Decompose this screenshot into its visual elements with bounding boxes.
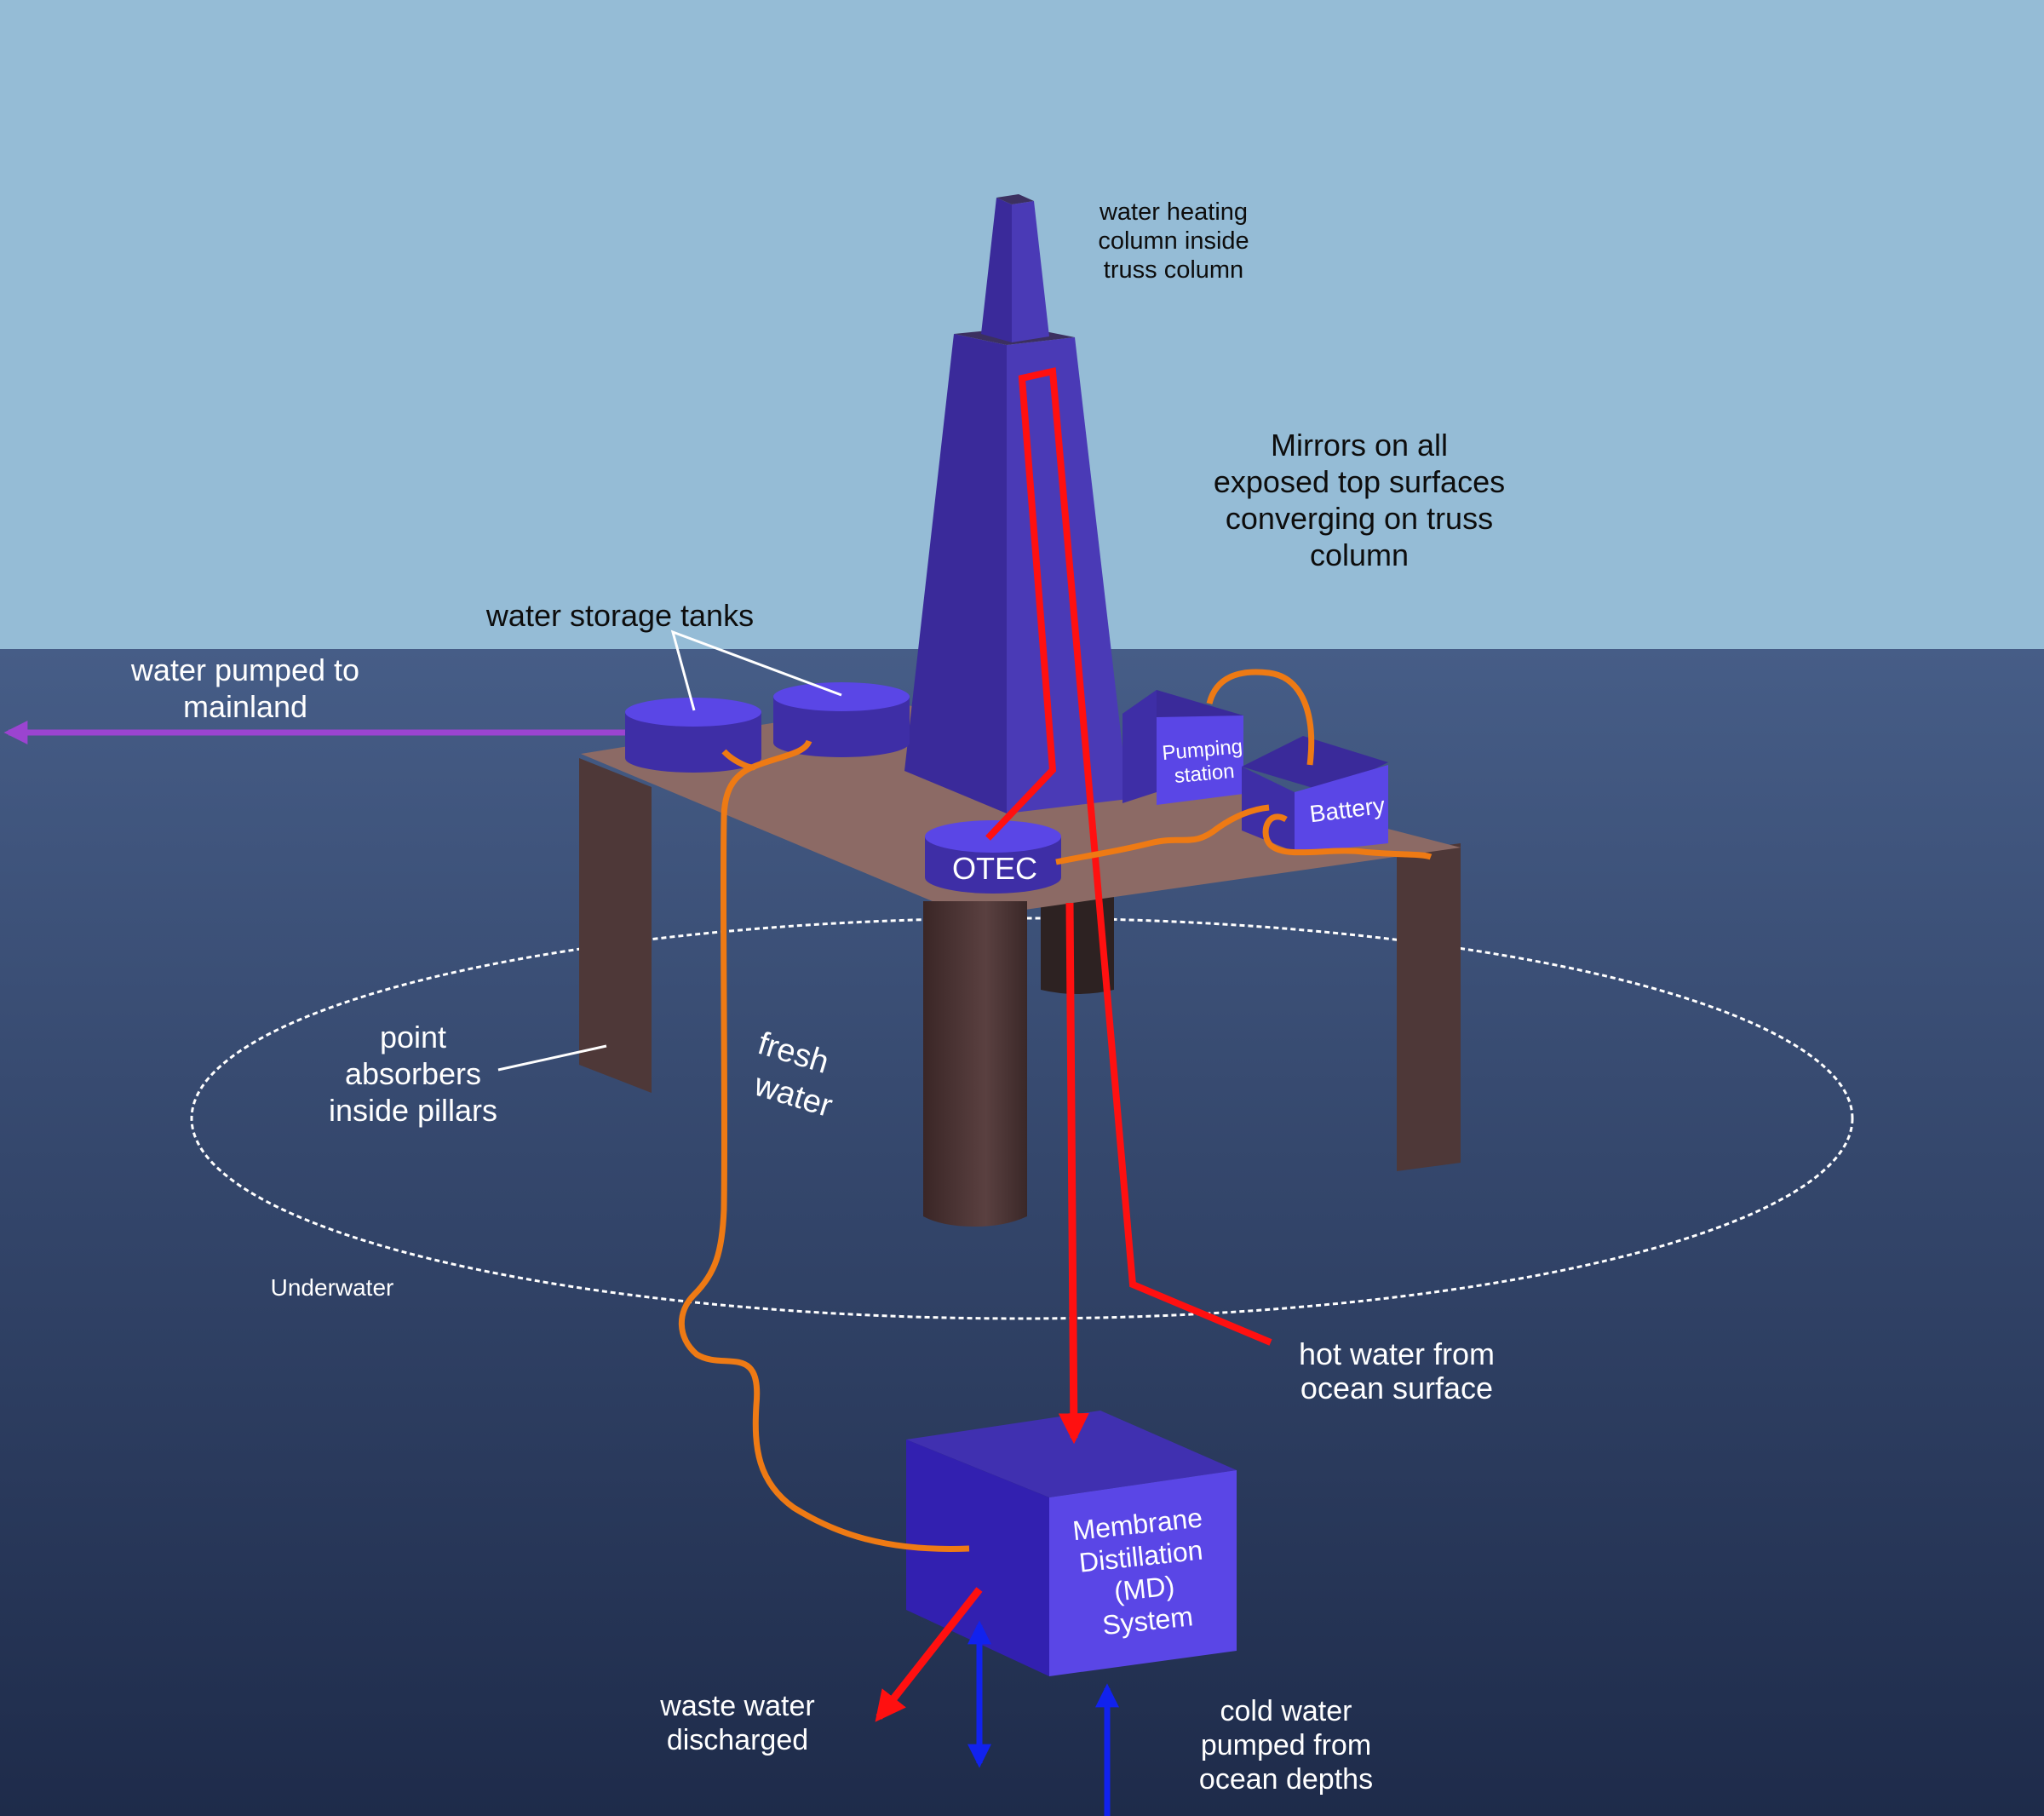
pumping-station — [1122, 690, 1243, 805]
hot-water-label: hot water from ocean surface — [1299, 1336, 1495, 1405]
waste-water-arrow — [875, 1587, 983, 1722]
svg-text:cold water: cold water — [1220, 1695, 1352, 1727]
svg-text:discharged: discharged — [667, 1724, 808, 1756]
pillar-front — [923, 901, 1027, 1227]
svg-text:station: station — [1174, 760, 1236, 788]
svg-text:ocean depths: ocean depths — [1199, 1763, 1373, 1796]
svg-text:converging on truss: converging on truss — [1226, 501, 1493, 536]
hot-water-pipe — [985, 367, 1272, 1346]
otec-to-battery-cable — [1055, 804, 1270, 865]
storage-tanks-label: water storage tanks — [485, 598, 754, 633]
otec-label: OTEC — [952, 851, 1037, 886]
pumped-mainland-label: water pumped to mainland — [130, 652, 359, 724]
svg-text:inside pillars: inside pillars — [329, 1093, 497, 1128]
point-absorbers-leader — [497, 1044, 607, 1072]
hot-water-feed-arrow — [1058, 902, 1089, 1445]
point-absorbers-label: point absorbers inside pillars — [329, 1020, 497, 1128]
station-to-battery-cable — [1206, 669, 1315, 766]
pillar-right — [1397, 843, 1461, 1171]
truss-column-left-face — [904, 334, 1007, 813]
pumping-station-label: Pumping station — [1161, 735, 1243, 788]
svg-text:water pumped to: water pumped to — [130, 652, 359, 687]
spire-right-face — [1012, 201, 1049, 342]
svg-text:absorbers: absorbers — [345, 1056, 481, 1091]
pillar-back — [1041, 886, 1114, 994]
fresh-water-pipe — [678, 763, 970, 1552]
fresh-water-label: fresh water — [749, 1026, 836, 1124]
svg-text:exposed top surfaces: exposed top surfaces — [1214, 464, 1505, 499]
mirrors-label: Mirrors on all exposed top surfaces conv… — [1214, 428, 1505, 572]
svg-text:point: point — [380, 1020, 446, 1055]
svg-text:column inside: column inside — [1098, 227, 1249, 255]
heating-column-label: water heating column inside truss column — [1098, 198, 1249, 284]
spire-top — [996, 194, 1034, 204]
spire-left-face — [981, 198, 1012, 342]
svg-text:Mirrors on all: Mirrors on all — [1271, 428, 1448, 463]
svg-text:column: column — [1310, 537, 1409, 572]
svg-text:(MD): (MD) — [1112, 1570, 1175, 1606]
svg-text:mainland: mainland — [183, 689, 307, 724]
storage-tanks-leader — [670, 629, 842, 711]
tank-left-link — [721, 749, 757, 771]
svg-text:hot water from: hot water from — [1299, 1336, 1495, 1371]
svg-text:water heating: water heating — [1099, 198, 1248, 226]
tank-to-pipe-link — [752, 739, 812, 770]
battery-to-edge-cable — [1262, 813, 1433, 860]
svg-text:ocean surface: ocean surface — [1300, 1371, 1493, 1405]
underwater-label: Underwater — [271, 1274, 394, 1301]
svg-text:truss column: truss column — [1104, 256, 1243, 284]
svg-text:waste water: waste water — [659, 1690, 814, 1722]
storage-tank-right — [773, 682, 910, 757]
waste-water-label: waste water discharged — [659, 1690, 814, 1756]
cold-water-label: cold water pumped from ocean depths — [1199, 1695, 1373, 1796]
svg-text:pumped from: pumped from — [1201, 1729, 1371, 1761]
pillar-left — [579, 758, 652, 1093]
md-system-cube — [906, 1411, 1237, 1676]
